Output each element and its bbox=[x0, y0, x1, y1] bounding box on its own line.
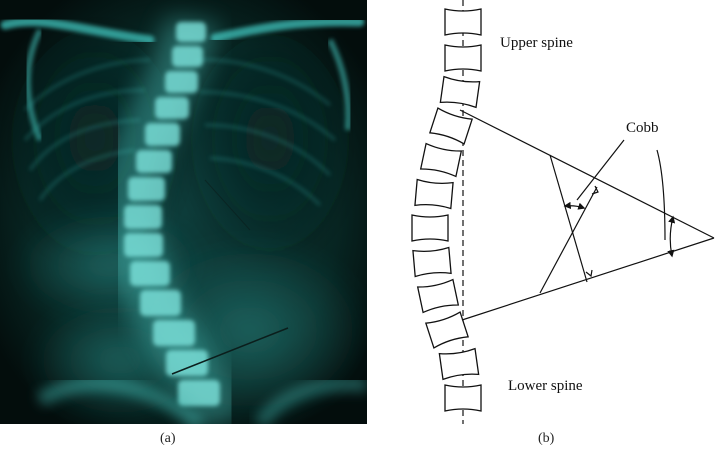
vertebra-8 bbox=[412, 246, 452, 278]
vertebra-12 bbox=[444, 384, 482, 412]
right-angle-mark-upper bbox=[591, 185, 599, 195]
inner-angle-arc bbox=[563, 201, 586, 210]
cobb-leader-inner bbox=[576, 139, 625, 201]
vertebra-2 bbox=[444, 44, 482, 72]
vertebra-6 bbox=[414, 178, 454, 210]
right-angle-mark-lower bbox=[585, 269, 593, 278]
cobb-leader-outer bbox=[656, 149, 666, 241]
lower-perpendicular bbox=[539, 186, 598, 294]
cobb-angle-diagram: Upper spine Cobb Lower spine bbox=[411, 0, 715, 424]
upper-endplate-line bbox=[459, 109, 715, 239]
xray-image bbox=[0, 0, 367, 424]
panel-a-caption: (a) bbox=[160, 431, 176, 446]
lower-endplate-line bbox=[461, 237, 715, 321]
vertebra-9 bbox=[416, 278, 460, 314]
label-cobb: Cobb bbox=[626, 120, 659, 136]
label-lower-spine: Lower spine bbox=[508, 378, 583, 394]
panel-b-caption: (b) bbox=[538, 431, 555, 446]
vertebra-3 bbox=[439, 75, 481, 109]
spine-vertebrae bbox=[411, 8, 482, 412]
vertebra-5 bbox=[419, 142, 463, 178]
upper-perpendicular bbox=[549, 154, 588, 283]
vertebra-1 bbox=[444, 8, 482, 36]
label-upper-spine: Upper spine bbox=[500, 35, 573, 51]
vertebra-11 bbox=[438, 347, 480, 381]
vertebra-4 bbox=[428, 107, 474, 145]
outer-angle-arc bbox=[667, 215, 676, 258]
vertebra-10 bbox=[424, 311, 470, 349]
vertebra-7 bbox=[411, 214, 449, 242]
